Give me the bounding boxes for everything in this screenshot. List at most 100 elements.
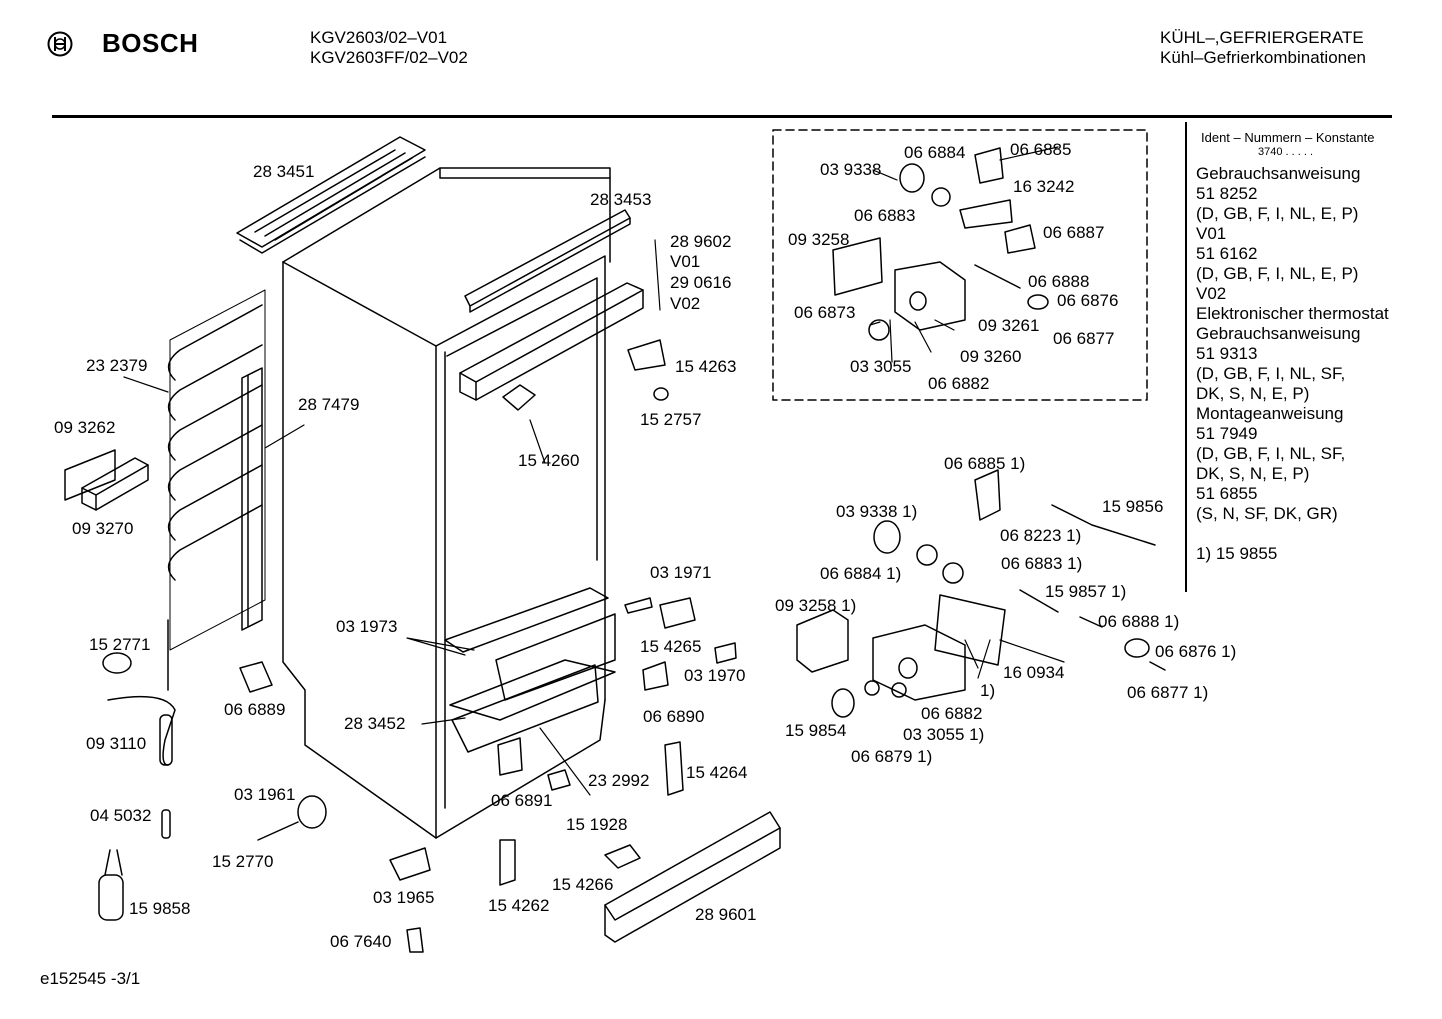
condenser-coil [167, 289, 266, 691]
part-label: 03 9338 1) [836, 502, 918, 521]
thermostat-parts-detail [832, 147, 1049, 341]
part-label: 28 3451 [253, 162, 315, 181]
part-label: 03 1965 [373, 888, 435, 907]
side-line: 1) 15 9855 [1196, 544, 1278, 563]
part-label: 16 0934 [1003, 663, 1065, 682]
side-line: Gebrauchsanweisung [1196, 324, 1361, 343]
part-label: V02 [670, 294, 701, 313]
electronic-thermostat-parts [796, 469, 1166, 718]
part-label: 28 7479 [298, 395, 360, 414]
side-line: Elektronischer thermostat [1196, 304, 1389, 323]
upper-bar [459, 282, 644, 401]
part-label: 15 2771 [89, 635, 151, 654]
subcategory-title: Kühl–Gefrierkombinationen [1160, 48, 1367, 67]
side-line: Gebrauchsanweisung [1196, 164, 1361, 183]
part-label: 09 3110 [86, 734, 147, 753]
part-label: 1) [980, 681, 996, 700]
part-label: V01 [670, 252, 701, 271]
part-label: 06 6873 [794, 303, 856, 322]
part-label: 15 2770 [212, 852, 274, 871]
bottom-plinth [604, 811, 781, 943]
side-line: 51 7949 [1196, 424, 1258, 443]
side-line: V02 [1196, 284, 1227, 303]
header-rule [52, 115, 1392, 118]
part-label: 28 9602 [670, 232, 732, 251]
side-line: Montageanweisung [1196, 404, 1344, 423]
part-label: 15 2757 [640, 410, 702, 429]
part-label: 15 4265 [640, 637, 702, 656]
category-title: KÜHL–,GEFRIERGERATE [1160, 28, 1364, 47]
part-label: 06 6885 [1010, 140, 1072, 159]
cabinet-body [282, 167, 611, 839]
side-line: (S, N, SF, DK, GR) [1196, 504, 1338, 523]
bosch-logo-icon [47, 31, 73, 57]
part-label: 15 4263 [675, 357, 737, 376]
side-line: (D, GB, F, I, NL, E, P) [1196, 204, 1359, 223]
part-label: 03 1970 [684, 666, 746, 685]
part-label: 06 6888 [1028, 272, 1090, 291]
part-label: 03 9338 [820, 160, 882, 179]
side-line: 51 6162 [1196, 244, 1258, 263]
part-label: 29 0616 [670, 273, 732, 292]
part-label: 28 3453 [590, 190, 652, 209]
part-label: 06 6887 [1043, 223, 1105, 242]
part-label: 15 4260 [518, 451, 580, 470]
part-label: 06 6876 [1057, 291, 1119, 310]
part-label: 06 7640 [330, 932, 392, 951]
side-line: (D, GB, F, I, NL, E, P) [1196, 264, 1359, 283]
brand-name: BOSCH [102, 28, 199, 58]
part-label: 06 6883 1) [1001, 554, 1083, 573]
side-divider [1185, 122, 1187, 592]
part-label: 09 3258 [788, 230, 850, 249]
part-label: 06 6889 [224, 700, 286, 719]
part-label: 06 6876 1) [1155, 642, 1237, 661]
part-label: 23 2379 [86, 356, 148, 375]
part-label: 06 6882 [928, 374, 990, 393]
model-number-2: KGV2603FF/02–V02 [310, 48, 468, 67]
ident-value: 3740 . . . . . [1258, 146, 1314, 158]
lower-shelf [444, 587, 616, 753]
part-label: 06 6877 1) [1127, 683, 1209, 702]
foam-block [64, 449, 149, 511]
part-label: 06 6885 1) [944, 454, 1026, 473]
model-number-1: KGV2603/02–V01 [310, 28, 448, 47]
side-line: V01 [1196, 224, 1227, 243]
part-label: 09 3270 [72, 519, 134, 538]
part-label: 15 4264 [686, 763, 748, 782]
part-label: 06 6882 [921, 704, 983, 723]
part-label: 15 4262 [488, 896, 550, 915]
part-label: 15 9857 1) [1045, 582, 1127, 601]
part-label: 28 3452 [344, 714, 406, 733]
part-label: 15 9854 [785, 721, 847, 740]
part-label: 04 5032 [90, 806, 152, 825]
part-label: 06 6884 [904, 143, 966, 162]
side-line: DK, S, N, E, P) [1196, 464, 1310, 483]
part-label: 09 3258 1) [775, 596, 857, 615]
side-notes: Gebrauchsanweisung 51 8252 (D, GB, F, I,… [1196, 164, 1389, 564]
part-label: 23 2992 [588, 771, 650, 790]
part-label: 06 6883 [854, 206, 916, 225]
part-label: 03 3055 [850, 357, 912, 376]
part-label: 15 9858 [129, 899, 191, 918]
side-line: 51 9313 [1196, 344, 1258, 363]
part-label: 06 6877 [1053, 329, 1115, 348]
vertical-channel [241, 367, 263, 631]
thermostat-detail-box [772, 129, 1148, 401]
ident-title: Ident – Nummern – Konstante [1201, 130, 1375, 145]
small-parts [98, 339, 737, 953]
part-label: 06 6888 1) [1098, 612, 1180, 631]
part-label: 09 3262 [54, 418, 116, 437]
side-line: 51 6855 [1196, 484, 1258, 503]
part-label: 03 1961 [234, 785, 296, 804]
part-label: 16 3242 [1013, 177, 1075, 196]
top-strip [464, 209, 631, 313]
footer-code: e152545 -3/1 [40, 969, 141, 988]
part-label: 28 9601 [695, 905, 757, 924]
part-label: 03 1971 [650, 563, 712, 582]
part-label: 09 3260 [960, 347, 1022, 366]
part-label: 15 9856 [1102, 497, 1164, 516]
top-vent-grille [236, 136, 426, 254]
leader-lines [123, 146, 1065, 796]
part-label: 15 1928 [566, 815, 628, 834]
